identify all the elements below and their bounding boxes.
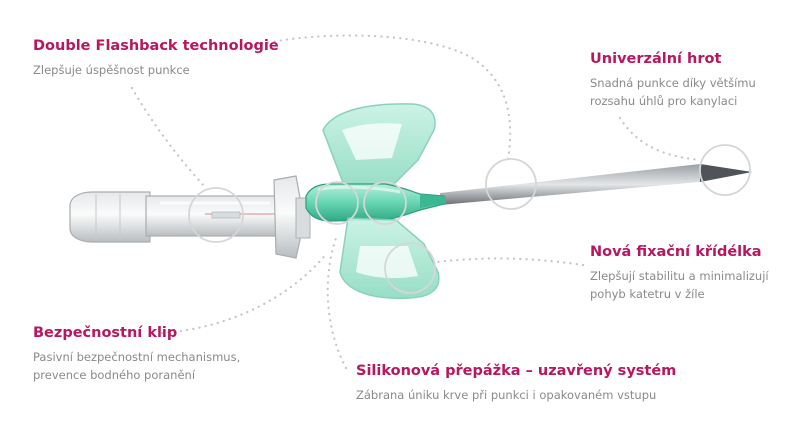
callout-description: Snadná punkce díky většímu rozsahu úhlů …: [590, 76, 756, 108]
leader-septum: [326, 236, 348, 370]
highlight-septum-right: [363, 181, 407, 225]
needle: [440, 164, 752, 205]
callout-wings: Nová fixační křídélka Zlepšují stabilitu…: [590, 243, 769, 303]
leader-flashback-lower: [130, 86, 208, 190]
catheter-hub: [305, 183, 446, 222]
callout-description: Zlepšuje úspěšnost punkce: [33, 63, 190, 77]
safety-clip: [273, 175, 301, 259]
callout-tip: Univerzální hrot Snadná punkce díky větš…: [590, 50, 756, 110]
highlight-clip: [188, 187, 244, 243]
highlight-needle: [485, 158, 537, 210]
highlight-septum-left: [315, 181, 359, 225]
callout-title: Univerzální hrot: [590, 51, 722, 67]
leader-wings: [435, 257, 585, 267]
callout-title: Nová fixační křídélka: [590, 244, 762, 260]
callout-title: Double Flashback technologie: [33, 38, 279, 54]
callout-description: Pasivní bezpečnostní mechanismus, preven…: [33, 350, 241, 382]
leader-clip: [160, 251, 329, 335]
callout-description: Zábrana úniku krve při punkci i opakovan…: [356, 388, 657, 402]
callout-title: Bezpečnostní klip: [33, 325, 178, 341]
leader-tip: [618, 116, 702, 162]
callout-title: Silikonová přepážka – uzavřený systém: [356, 363, 677, 379]
highlight-tip: [699, 144, 751, 196]
highlight-wing: [384, 242, 436, 294]
callout-flashback: Double Flashback technologie Zlepšuje ús…: [33, 37, 279, 79]
leader-flashback: [248, 34, 512, 162]
callout-description: Zlepšují stabilitu a minimalizují pohyb …: [590, 269, 769, 301]
flashback-chamber: [69, 191, 277, 243]
callout-clip: Bezpečnostní klip Pasivní bezpečnostní m…: [33, 324, 240, 384]
callout-septum: Silikonová přepážka – uzavřený systém Zá…: [356, 362, 676, 404]
